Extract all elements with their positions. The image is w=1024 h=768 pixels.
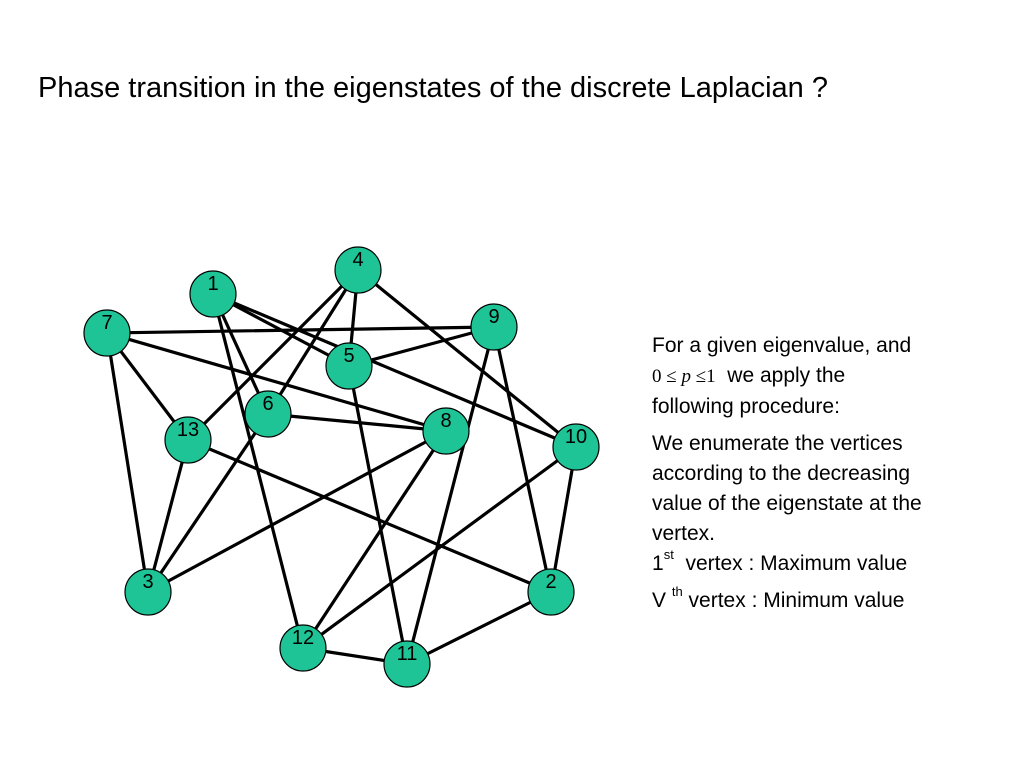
last-vertex-ordinal: V	[652, 589, 667, 612]
procedure-enumerate-line-2: according to the decreasing	[652, 462, 910, 485]
procedure-text: For a given eigenvalue, and 0 ≤ p ≤1 we …	[652, 331, 992, 616]
node-circle	[124, 568, 172, 616]
first-vertex-superscript: st	[663, 547, 674, 562]
node-label: 5	[343, 345, 354, 367]
node-label: 11	[397, 643, 418, 665]
node-circle	[83, 309, 131, 357]
node-13: 13	[164, 416, 212, 464]
edge-3-7	[105, 331, 150, 594]
node-circle	[527, 568, 575, 616]
probability-condition: 0 ≤ p ≤1	[652, 366, 716, 387]
node-8: 8	[422, 407, 470, 455]
node-circle	[422, 407, 470, 455]
edge-9-11	[405, 325, 496, 666]
edge-3-8	[146, 429, 448, 594]
procedure-enumerate-line-4: vertex.	[652, 522, 716, 545]
node-label: 6	[262, 393, 273, 415]
node-label: 2	[545, 571, 556, 593]
condition-leq-1: ≤	[666, 366, 677, 387]
node-circle	[164, 416, 212, 464]
edge-4-10	[356, 268, 578, 449]
node-10: 10	[552, 423, 600, 471]
node-4: 4	[334, 246, 382, 294]
condition-leq-2: ≤	[695, 366, 707, 387]
node-label: 1	[207, 273, 218, 295]
node-label: 7	[101, 312, 112, 334]
procedure-intro-line-3: following procedure:	[652, 395, 840, 418]
edge-2-9	[492, 325, 553, 594]
condition-upper: 1	[706, 366, 716, 387]
node-label: 10	[565, 426, 587, 448]
last-vertex-rule: V th vertex : Minimum value	[652, 584, 992, 616]
node-3: 3	[124, 568, 172, 616]
node-circle	[334, 246, 382, 294]
first-vertex-ordinal: 1	[652, 552, 664, 575]
edge-2-11	[405, 590, 553, 666]
edge-7-9	[105, 325, 496, 335]
procedure-enumerate-line-1: We enumerate the vertices	[652, 432, 903, 455]
procedure-enumerate-line-3: value of the eigenstate at the	[652, 492, 922, 515]
last-vertex-superscript: th	[671, 584, 683, 599]
node-11: 11	[383, 640, 431, 688]
first-vertex-rule: 1st vertex : Maximum value	[652, 547, 992, 579]
node-label: 13	[177, 419, 199, 441]
node-circle	[189, 270, 237, 318]
edge-4-13	[186, 268, 360, 442]
graph-edges	[105, 268, 578, 666]
slide-title: Phase transition in the eigenstates of t…	[38, 72, 828, 104]
first-vertex-text: vertex : Maximum value	[685, 552, 908, 575]
node-circle	[279, 624, 327, 672]
node-label: 8	[440, 410, 451, 432]
edge-4-6	[266, 268, 360, 416]
node-label: 12	[292, 627, 314, 649]
condition-variable: p	[681, 366, 691, 387]
edge-5-9	[347, 325, 496, 368]
node-circle	[383, 640, 431, 688]
node-1: 1	[189, 270, 237, 318]
edge-6-8	[266, 412, 448, 433]
edge-8-12	[301, 429, 448, 650]
procedure-intro-line-2: 0 ≤ p ≤1 we apply the	[652, 361, 992, 392]
condition-lower: 0	[652, 366, 662, 387]
node-6: 6	[244, 390, 292, 438]
node-circle	[325, 342, 373, 390]
node-7: 7	[83, 309, 131, 357]
procedure-intro-suffix: we apply the	[727, 364, 846, 387]
node-label: 9	[488, 306, 499, 328]
edge-7-8	[105, 331, 448, 433]
node-12: 12	[279, 624, 327, 672]
node-label: 4	[352, 249, 363, 271]
node-circle	[552, 423, 600, 471]
edge-3-6	[146, 412, 270, 594]
edge-3-13	[146, 438, 190, 594]
node-2: 2	[527, 568, 575, 616]
node-circle	[470, 303, 518, 351]
procedure-intro-line-1: For a given eigenvalue, and	[652, 334, 912, 357]
edge-2-13	[186, 438, 553, 594]
node-circle	[244, 390, 292, 438]
node-5: 5	[325, 342, 373, 390]
edge-2-10	[549, 445, 578, 594]
node-9: 9	[470, 303, 518, 351]
last-vertex-text: vertex : Minimum value	[688, 589, 905, 612]
node-label: 3	[142, 571, 153, 593]
edge-10-12	[301, 445, 578, 650]
edge-5-11	[347, 364, 409, 666]
